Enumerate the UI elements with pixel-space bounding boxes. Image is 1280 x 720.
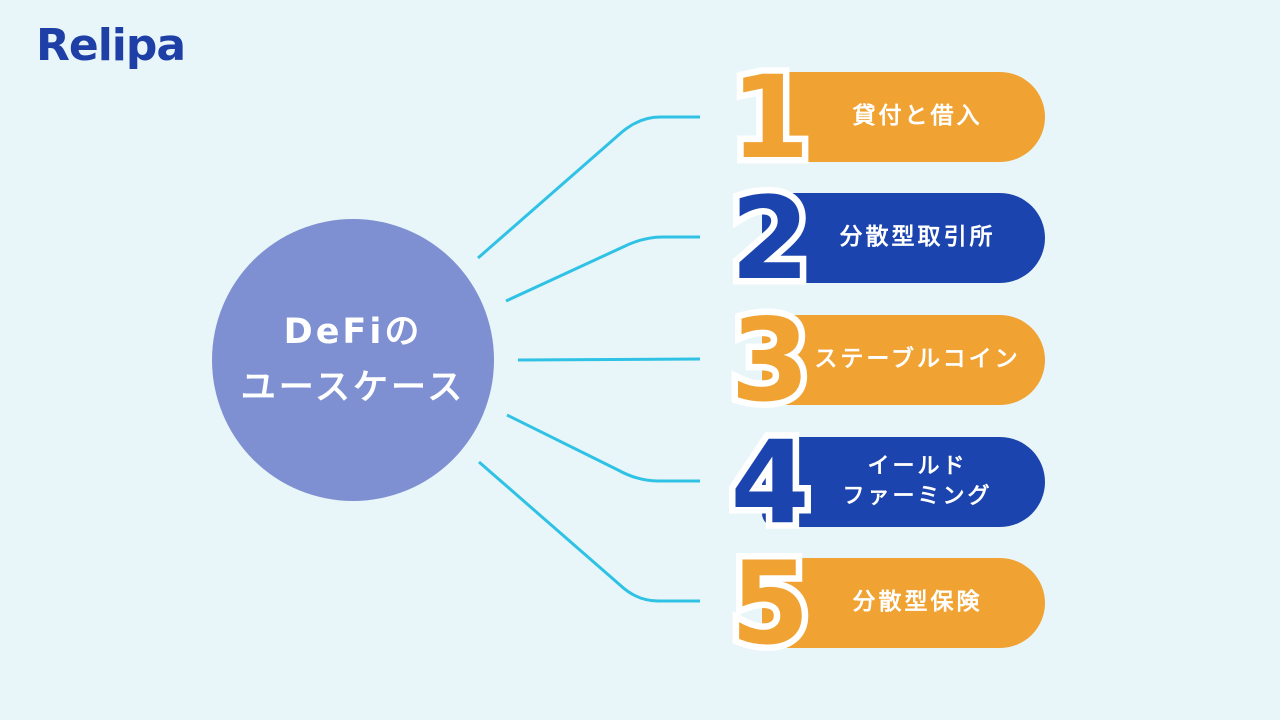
usecase-label-1: 貸付と借入 [852,103,983,130]
relipa-logo: Relipa [36,20,186,71]
usecase-number-1: 1 1 [724,51,816,184]
connector-line-5 [478,460,700,603]
connector-line-1 [477,115,700,260]
usecase-label-5: 分散型保険 [852,589,983,616]
usecase-label-2: 分散型取引所 [839,224,996,251]
central-topic-line1: DeFiの [283,312,423,352]
connector-line-2 [505,235,700,303]
usecase-pill-5: 分散型保険 [762,558,1045,648]
usecase-number-5: 5 5 [724,537,816,670]
usecase-number-4: 4 4 [724,416,816,549]
connector-line-3 [517,357,701,362]
usecase-item-3: ステーブルコイン 3 3 [718,294,1058,427]
central-topic-line2: ユースケース [240,368,466,408]
usecase-item-5: 分散型保険 5 5 [718,537,1058,670]
usecase-item-4: イールド ファーミング 4 4 [718,416,1058,549]
usecase-pill-1: 貸付と借入 [762,72,1045,162]
central-topic-circle: DeFiの ユースケース [212,219,494,501]
usecase-pill-4: イールド ファーミング [762,437,1045,527]
connector-line-4 [506,413,700,483]
usecase-pill-2: 分散型取引所 [762,193,1045,283]
usecase-number-2: 2 2 [724,172,816,305]
usecase-label-4: イールド ファーミング [842,454,993,509]
usecase-item-2: 分散型取引所 2 2 [718,172,1058,305]
usecase-pill-3: ステーブルコイン [762,315,1045,405]
usecase-item-1: 貸付と借入 1 1 [718,51,1058,184]
usecase-number-3: 3 3 [724,294,816,427]
usecase-label-3: ステーブルコイン [814,346,1021,373]
